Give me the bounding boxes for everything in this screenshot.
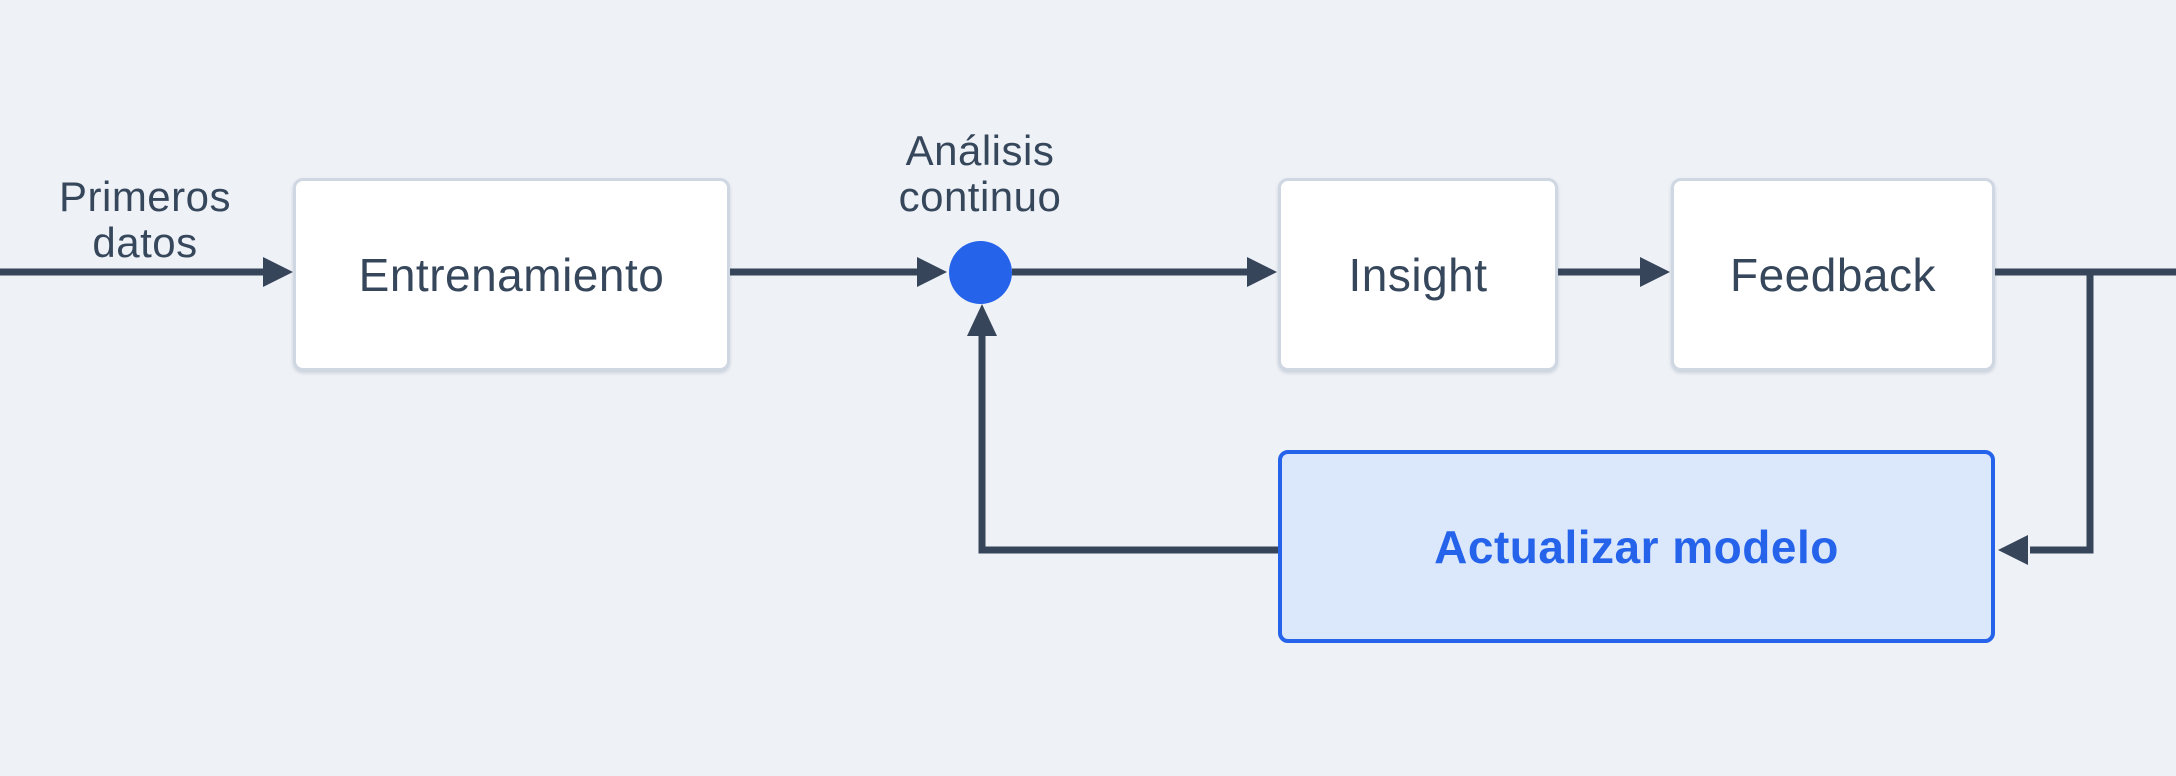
arrowhead-feedback-to-actualizar: [1998, 535, 2028, 565]
node-feedback-label: Feedback: [1729, 248, 1936, 301]
node-entrenamiento[interactable]: Entrenamiento: [293, 178, 730, 371]
junction-node-circle[interactable]: [949, 241, 1012, 304]
node-actualizar-modelo[interactable]: Actualizar modelo: [1278, 450, 1995, 643]
arrowhead-entrenamiento-to-junction: [917, 257, 947, 287]
node-insight-label: Insight: [1348, 248, 1488, 301]
arrowhead-insight-to-feedback: [1640, 257, 1670, 287]
node-insight[interactable]: Insight: [1278, 178, 1558, 371]
node-entrenamiento-label: Entrenamiento: [358, 248, 665, 301]
arrow-actualizar-to-junction: [978, 336, 1278, 554]
node-feedback[interactable]: Feedback: [1671, 178, 1995, 371]
label-primeros-datos: Primeros datos: [58, 173, 232, 267]
label-analisis-continuo: Análisis continuo: [898, 127, 1062, 221]
node-actualizar-modelo-label: Actualizar modelo: [1434, 520, 1839, 573]
arrowhead-actualizar-to-junction: [967, 304, 997, 336]
arrowhead-junction-to-insight: [1247, 257, 1277, 287]
arrow-feedback-to-actualizar: [2030, 272, 2094, 554]
arrowhead-primeros-to-entrenamiento: [263, 257, 293, 287]
